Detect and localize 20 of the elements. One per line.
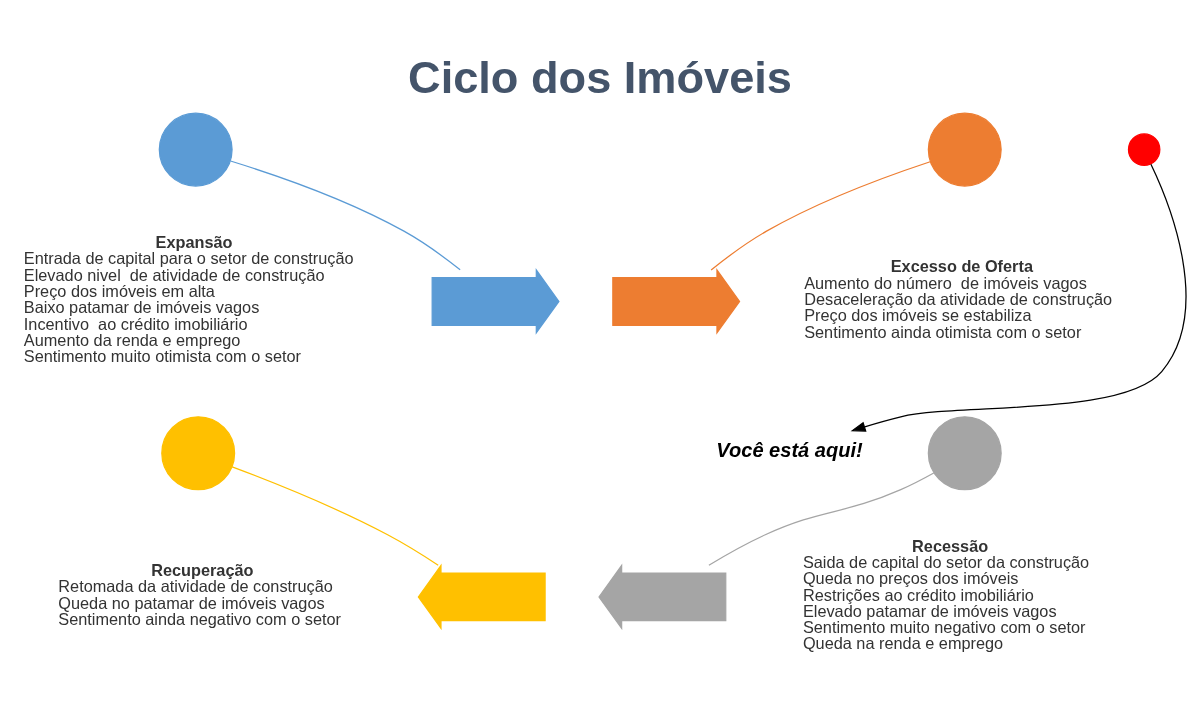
- connector: [708, 472, 935, 566]
- node-arrow: [417, 563, 546, 631]
- node-circle: [158, 112, 233, 187]
- node-text: Excesso de Oferta Aumento do número de imóveis vagos Desaceleração da atividade de construção Preço dos imóveis se estabiliza Sentimento ainda otimista com o setor: [804, 257, 1113, 341]
- node-arrow: [598, 563, 727, 631]
- node-circle: [1127, 133, 1161, 166]
- node-text: Expansão Entrada de capital para o setor de construção Elevado nivel de atividade de construção Preço dos imóveis em alta Baixo patamar de imóveis vagos Incentivo ao crédito imobiliário Aumento da renda e emprego Sentimento muito otimista com o setor: [23, 232, 354, 366]
- node-circle: [161, 416, 236, 491]
- connector: [710, 161, 931, 271]
- node-circle: [927, 416, 1002, 491]
- node-arrow: [612, 268, 741, 335]
- arrow: [850, 163, 1187, 432]
- node-circle: [927, 112, 1002, 187]
- diagram-title: Ciclo dos Imóveis: [408, 51, 792, 103]
- node-text: Você está aqui!: [716, 438, 863, 461]
- node-text: Recuperação Retomada da atividade de construção Queda no patamar de imóveis vagos Sentimento ainda negativo com o setor: [58, 561, 341, 628]
- connector: [229, 160, 461, 271]
- node-arrow: [431, 268, 560, 335]
- connector: [231, 466, 439, 566]
- node-text: Recessão Saida de capital do setor da construção Queda no preços dos imóveis Restrições ao crédito imobiliário Elevado patamar de imóveis vagos Sentimento muito negativo com o setor Queda na renda e emprego: [802, 536, 1090, 653]
